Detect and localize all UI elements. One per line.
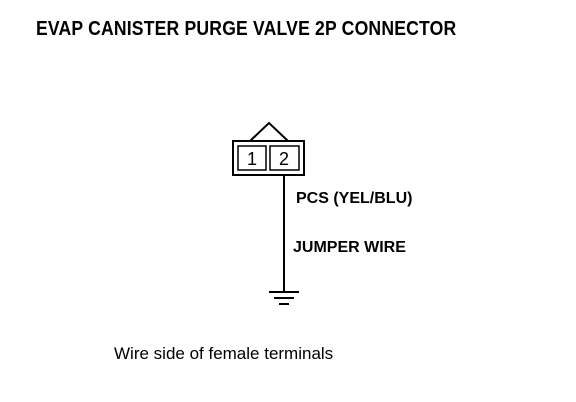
diagram-title: EVAP CANISTER PURGE VALVE 2P CONNECTOR bbox=[36, 18, 457, 40]
terminal-1-label: 1 bbox=[247, 149, 257, 169]
terminal-2-label: 2 bbox=[279, 149, 289, 169]
terminal-2-cell bbox=[269, 145, 300, 171]
wire-label-jumper: JUMPER WIRE bbox=[293, 239, 406, 256]
connector-key bbox=[249, 121, 289, 142]
terminal-1-cell bbox=[237, 145, 267, 171]
wire-label-pcs: PCS (YEL/BLU) bbox=[296, 190, 413, 207]
ground-icon bbox=[269, 291, 299, 305]
diagram-caption: Wire side of female terminals bbox=[114, 344, 334, 363]
